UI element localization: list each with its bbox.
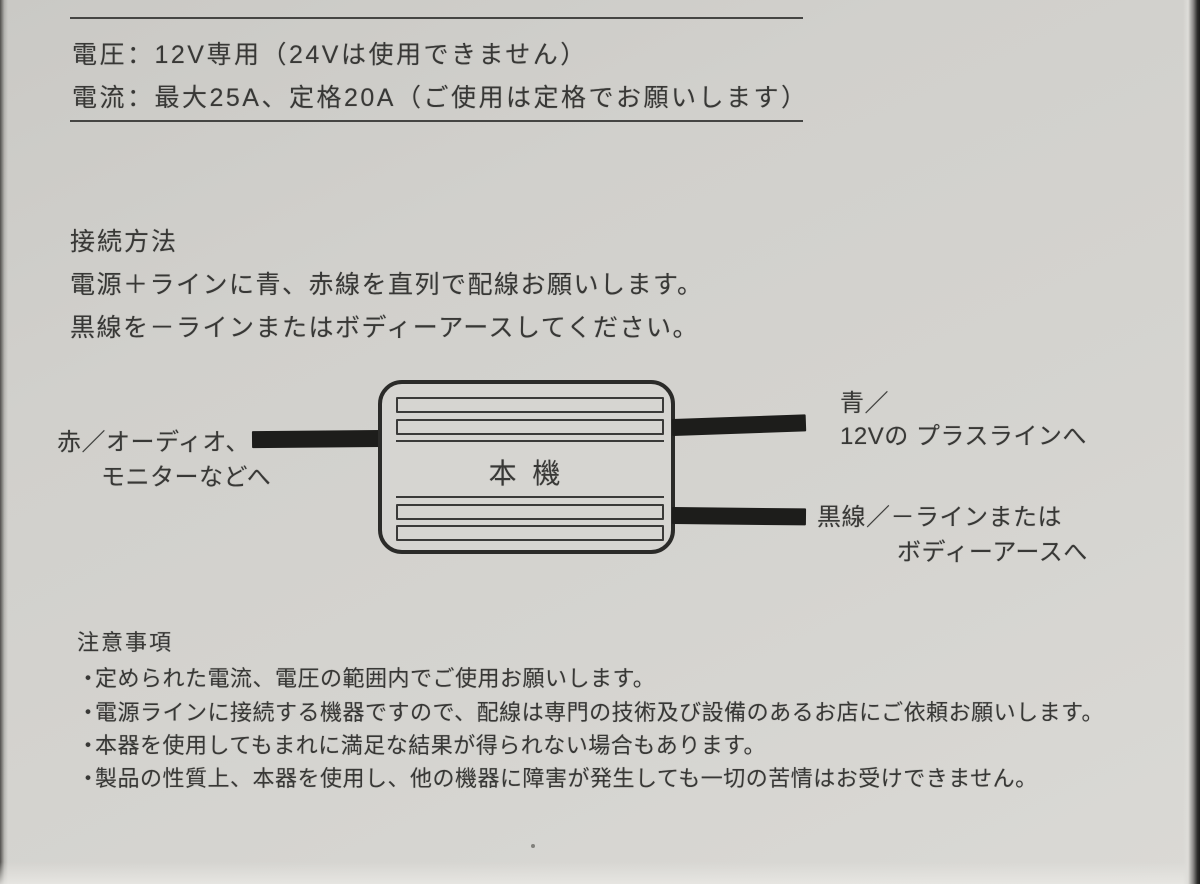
bullet-icon: ・ [77,766,100,791]
spec-current-line: 電流：最大25A、定格20A（ご使用は定格でお願いします） [72,84,809,112]
device-box: 本 機 [378,380,675,554]
black-wire [671,507,807,526]
note-item-2-text: 電源ラインに接続する機器ですので、配線は専門の技術及び設備のあるお店にご依頼お願… [95,700,1104,725]
device-vent-stripe-2 [396,419,664,435]
photo-left-edge [0,0,8,884]
photo-right-edge [1183,0,1200,884]
device-label: 本 機 [488,458,565,489]
photo-bottom-edge [0,862,1200,884]
blue-wire [671,414,807,436]
connection-instruction-2: 黒線を－ラインまたはボディーアースしてください。 [70,314,700,342]
notes-heading: 注意事項 [77,630,174,655]
connection-instruction-1: 電源＋ラインに青、赤線を直列で配線お願いします。 [70,271,704,299]
spec-divider-top [70,17,803,19]
black-wire-label-line2: ボディーアースへ [897,539,1088,566]
device-panel-line-top [396,440,664,442]
red-wire [251,430,383,449]
blue-wire-label-line2: 12Vの プラスラインへ [840,423,1087,450]
note-item-1: ・定められた電流、電圧の範囲内でご使用お願いします。 [77,661,655,693]
blue-wire-label-line1: 青／ [840,390,889,417]
bullet-icon: ・ [77,733,100,758]
device-vent-stripe-4 [396,525,664,541]
dust-speck [531,844,535,848]
black-wire-label-line1: 黒線／－ラインまたは [817,504,1062,531]
note-item-1-text: 定められた電流、電圧の範囲内でご使用お願いします。 [95,666,656,691]
bullet-icon: ・ [77,666,100,691]
spec-voltage-line: 電圧：12V専用（24Vは使用できません） [72,41,588,69]
bullet-icon: ・ [77,700,100,725]
device-vent-stripe-3 [396,504,664,520]
note-item-4: ・製品の性質上、本器を使用し、他の機器に障害が発生しても一切の苦情はお受けできま… [77,761,1038,793]
spec-divider-bottom [70,120,803,122]
note-item-2: ・電源ラインに接続する機器ですので、配線は専門の技術及び設備のあるお店にご依頼お… [77,695,1104,727]
device-panel-line-bottom [396,496,664,498]
note-item-3-text: 本器を使用してもまれに満足な結果が得られない場合もあります。 [95,733,767,758]
note-item-4-text: 製品の性質上、本器を使用し、他の機器に障害が発生しても一切の苦情はお受けできませ… [95,766,1038,791]
red-wire-label-line1: 赤／オーディオ、 [57,429,250,456]
note-item-3: ・本器を使用してもまれに満足な結果が得られない場合もあります。 [77,728,766,760]
red-wire-label-line2: モニターなどへ [101,464,272,491]
connection-heading: 接続方法 [70,228,179,256]
device-vent-stripe-1 [396,397,664,413]
